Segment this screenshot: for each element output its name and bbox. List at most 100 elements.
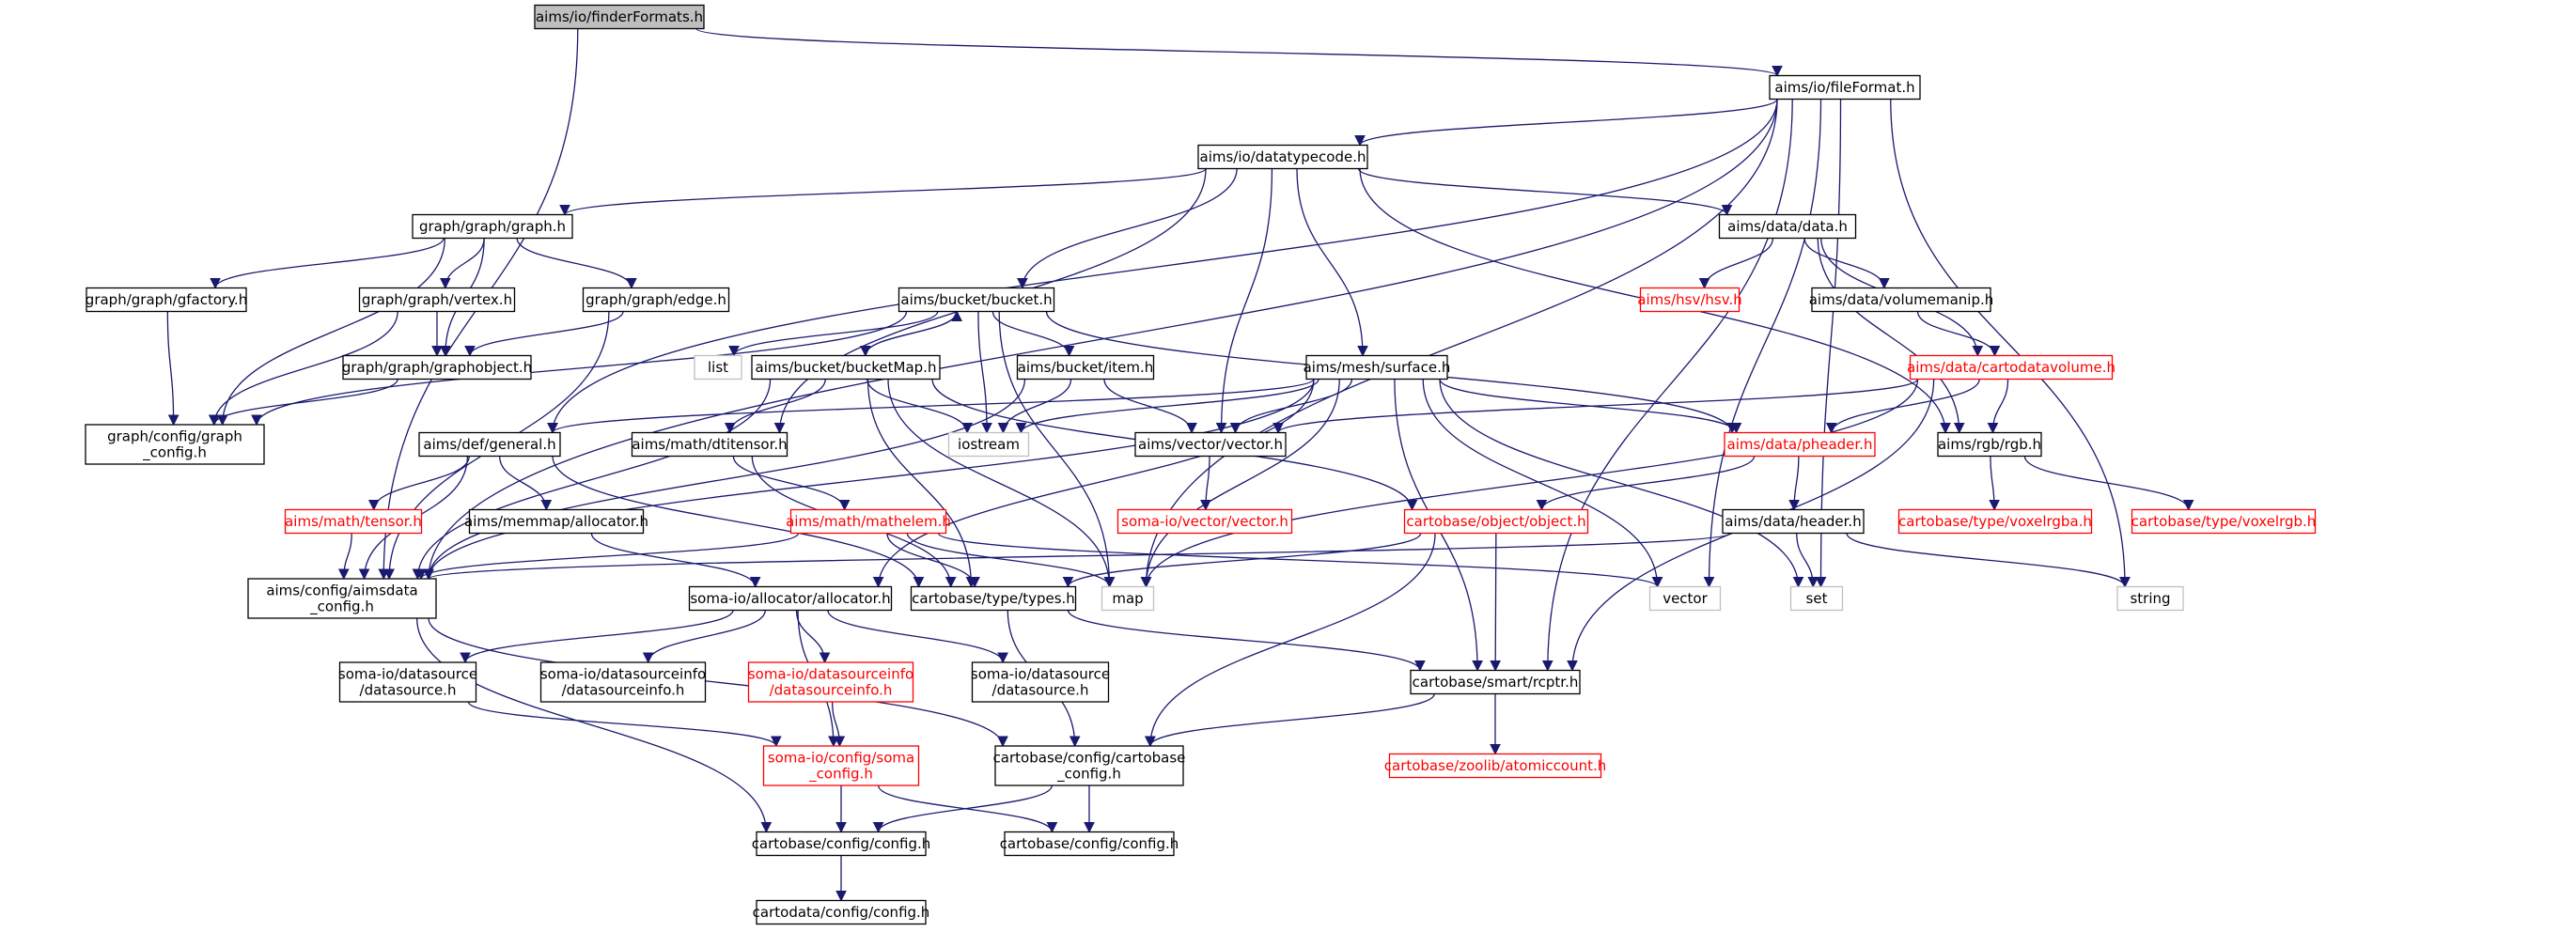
edge-pheader-to-header <box>1788 456 1800 511</box>
node-mathelem[interactable]: aims/math/mathelem.h <box>786 508 951 535</box>
node-label-datasourceinfo2-1: /datasourceinfo.h <box>770 682 893 699</box>
node-label-list-0: list <box>708 359 728 376</box>
edge-mathelem-to-vector <box>937 532 1663 588</box>
node-box-graphconfig <box>85 424 265 465</box>
node-somavector[interactable]: soma-io/vector/vector.h <box>1116 508 1293 535</box>
node-label-allocator-0: aims/memmap/allocator.h <box>464 513 648 530</box>
node-label-vector-0: vector <box>1663 590 1708 607</box>
node-pheader[interactable]: aims/data/pheader.h <box>1724 431 1876 458</box>
node-datatypecode[interactable]: aims/io/datatypecode.h <box>1197 144 1368 170</box>
node-voxelrgb[interactable]: cartobase/type/voxelrgb.h <box>2131 508 2317 535</box>
edge-aimsdataconfig-to-config1 <box>416 617 773 833</box>
node-bucket[interactable]: aims/bucket/bucket.h <box>898 287 1055 313</box>
node-label-finderFormats-0: aims/io/finderFormats.h <box>536 8 703 25</box>
node-atomiccount[interactable]: cartobase/zoolib/atomiccount.h <box>1384 753 1606 779</box>
node-graph[interactable]: graph/graph/graph.h <box>412 213 573 240</box>
node-cartodatavolume[interactable]: aims/data/cartodatavolume.h <box>1907 354 2115 381</box>
node-box-item <box>1016 354 1155 381</box>
node-gfactory[interactable]: graph/graph/gfactory.h <box>86 287 247 313</box>
node-volumemanip[interactable]: aims/data/volumemanip.h <box>1809 287 1994 313</box>
node-list: list <box>694 354 742 381</box>
edge-allocator-to-somaallocator <box>590 533 761 588</box>
node-label-mathelem-0: aims/math/mathelem.h <box>786 513 951 530</box>
edge-graph-to-gfactory <box>210 238 445 289</box>
edge-pheader-to-object <box>1536 456 1756 511</box>
node-voxelrgba[interactable]: cartobase/type/voxelrgba.h <box>1897 508 2093 535</box>
edge-data-to-volumemanip <box>1803 238 1890 289</box>
edge-datatypecode-to-bucket <box>1017 168 1238 289</box>
node-box-dtitensor <box>631 431 788 458</box>
edge-general-to-tensor <box>367 456 470 511</box>
edge-mathelem-to-types <box>886 533 980 588</box>
node-label-pheader-0: aims/data/pheader.h <box>1727 436 1873 453</box>
node-box-allocator <box>468 508 645 535</box>
node-label-vertex-0: graph/graph/vertex.h <box>362 291 512 308</box>
node-box-datasourceinfo1 <box>539 661 707 703</box>
node-tensor[interactable]: aims/math/tensor.h <box>284 508 423 535</box>
node-label-config2-0: cartobase/config/config.h <box>1000 835 1179 852</box>
node-graphconfig[interactable]: graph/config/graph_config.h <box>85 424 265 465</box>
node-types[interactable]: cartobase/type/types.h <box>910 585 1077 612</box>
edge-bucketMap-to-types <box>866 379 977 588</box>
node-label-cartobaseconfig-1: _config.h <box>1056 766 1121 784</box>
node-config2[interactable]: cartobase/config/config.h <box>1000 831 1179 857</box>
node-box-atomiccount <box>1388 753 1602 779</box>
node-box-string <box>2116 585 2184 612</box>
node-box-object <box>1403 508 1589 535</box>
edge-graphobject-to-graphconfig <box>209 379 398 427</box>
node-rgb[interactable]: aims/rgb/rgb.h <box>1937 431 2042 458</box>
edge-somaallocator-to-datasourceinfo1 <box>642 610 766 664</box>
edge-vertex-to-graphconfig <box>209 311 398 427</box>
node-label-surface-0: aims/mesh/surface.h <box>1304 359 1451 376</box>
node-header[interactable]: aims/data/header.h <box>1722 508 1865 535</box>
node-vectorh[interactable]: aims/vector/vector.h <box>1134 431 1287 458</box>
node-rcptr[interactable]: cartobase/smart/rcptr.h <box>1410 669 1581 695</box>
node-bucketMap[interactable]: aims/bucket/bucketMap.h <box>751 354 941 381</box>
node-label-vectorh-0: aims/vector/vector.h <box>1138 436 1283 453</box>
node-datasource[interactable]: soma-io/datasource/datasource.h <box>338 661 477 703</box>
node-item[interactable]: aims/bucket/item.h <box>1016 354 1155 381</box>
node-datasourceinfo2[interactable]: soma-io/datasourceinfo/datasourceinfo.h <box>748 661 913 703</box>
node-datasource2[interactable]: soma-io/datasource/datasource.h <box>971 661 1110 703</box>
node-cartodataconfig[interactable]: cartodata/config/config.h <box>753 899 930 925</box>
node-data[interactable]: aims/data/data.h <box>1718 213 1857 240</box>
node-fileFormat[interactable]: aims/io/fileFormat.h <box>1769 74 1921 101</box>
edge-bucketMap-to-aimsdataconfig <box>412 379 772 581</box>
node-dtitensor[interactable]: aims/math/dtitensor.h <box>631 431 788 458</box>
edge-bucket-to-list <box>728 311 939 357</box>
edge-rcptr-to-cartobaseconfig <box>1145 693 1435 748</box>
node-label-somaconfig-1: _config.h <box>808 766 873 784</box>
node-surface[interactable]: aims/mesh/surface.h <box>1304 354 1451 381</box>
node-config1[interactable]: cartobase/config/config.h <box>752 831 931 857</box>
node-box-list <box>694 354 742 381</box>
edge-datasource-to-somaconfig <box>467 701 782 748</box>
edge-bucketMap-to-bucket <box>865 310 962 356</box>
node-aimsdataconfig[interactable]: aims/config/aimsdata_config.h <box>247 578 437 619</box>
edge-item-to-vectorh <box>1103 379 1197 434</box>
edge-somaallocator-to-datasourceinfo2 <box>795 610 831 664</box>
node-vertex[interactable]: graph/graph/vertex.h <box>358 287 516 313</box>
node-label-bucket-0: aims/bucket/bucket.h <box>900 291 1052 308</box>
edge-header-to-string <box>1846 533 2131 588</box>
node-box-rcptr <box>1410 669 1581 695</box>
edge-mathelem-to-aimsdataconfig <box>415 532 800 581</box>
node-datasourceinfo1[interactable]: soma-io/datasourceinfo/datasourceinfo.h <box>539 661 707 703</box>
edge-dtitensor-to-mathelem <box>732 456 851 511</box>
node-label-rcptr-0: cartobase/smart/rcptr.h <box>1413 674 1579 691</box>
node-somaallocator[interactable]: soma-io/allocator/allocator.h <box>688 585 893 612</box>
node-box-data <box>1718 213 1857 240</box>
node-box-iostream <box>947 431 1030 458</box>
node-graphobject[interactable]: graph/graph/graphobject.h <box>342 354 532 381</box>
node-edge[interactable]: graph/graph/edge.h <box>582 287 730 313</box>
node-general[interactable]: aims/def/general.h <box>418 431 561 458</box>
edge-general-to-allocator <box>499 456 553 511</box>
node-label-aimsdataconfig-1: _config.h <box>309 598 374 616</box>
node-object[interactable]: cartobase/object/object.h <box>1403 508 1589 535</box>
node-somaconfig[interactable]: soma-io/config/soma_config.h <box>762 745 920 786</box>
node-hsv[interactable]: aims/hsv/hsv.h <box>1637 287 1742 313</box>
node-finderFormats[interactable]: aims/io/finderFormats.h <box>534 4 705 30</box>
node-cartobaseconfig[interactable]: cartobase/config/cartobase_config.h <box>993 745 1186 786</box>
edge-fileFormat-to-string <box>1890 99 2131 588</box>
node-allocator[interactable]: aims/memmap/allocator.h <box>464 508 648 535</box>
